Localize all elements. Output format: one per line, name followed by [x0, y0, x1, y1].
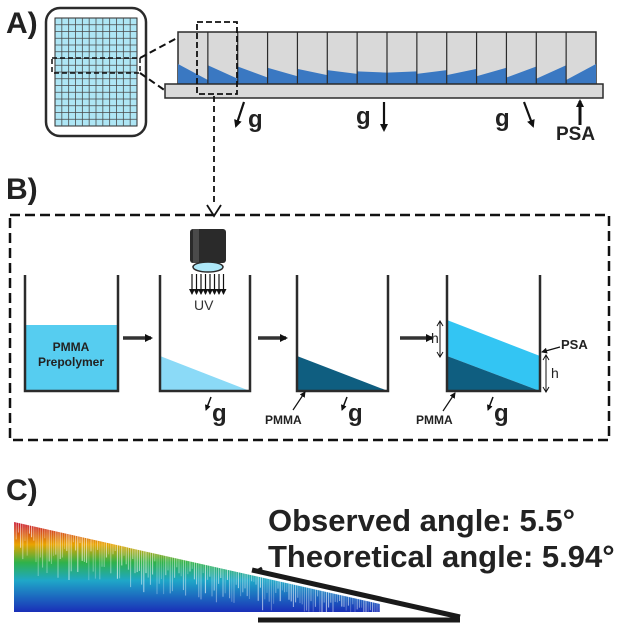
beaker-psa	[445, 275, 542, 393]
gravity-arrow-right	[522, 101, 535, 128]
panel-c-label: C)	[6, 474, 38, 507]
well-liquid	[416, 70, 447, 84]
well-plate-top-view	[44, 6, 148, 138]
panel-c: C) Observed angle: 5.5° Theoretical angl…	[6, 474, 615, 623]
gravity-label-b1: g	[212, 400, 227, 427]
theoretical-angle-text: Theoretical angle: 5.94°	[268, 539, 615, 574]
gravity-label-left: g	[248, 106, 263, 133]
well-liquid	[536, 65, 567, 84]
observed-angle-text: Observed angle: 5.5°	[268, 503, 575, 538]
psa-pointer-b	[541, 346, 561, 354]
panel-a: A) g g g PSA	[6, 6, 604, 218]
pmma-label-1: PMMA	[265, 413, 302, 427]
well-liquid	[506, 66, 537, 84]
uv-label: UV	[194, 297, 214, 313]
gravity-label-center: g	[356, 103, 371, 130]
well-liquid	[267, 67, 298, 84]
panel-b: B) UV PMMA Prepolymer g	[6, 173, 611, 442]
psa-label-b: PSA	[561, 337, 588, 352]
well-liquid	[207, 65, 238, 84]
gravity-arrow-left	[234, 101, 246, 128]
well-liquid	[297, 68, 328, 84]
pmma-pointer-2	[442, 392, 456, 412]
well-liquid	[327, 70, 358, 84]
gravity-arrow-b3	[486, 396, 494, 411]
beaker-prepolymer: PMMA Prepolymer	[23, 275, 120, 393]
well-liquid	[446, 68, 477, 84]
panel-b-label: B)	[6, 173, 38, 206]
psa-label-a: PSA	[556, 124, 595, 145]
well-liquid	[476, 67, 507, 84]
plate-side-view	[164, 21, 604, 99]
surface-profile	[13, 517, 380, 612]
zoom-line-top	[139, 37, 178, 59]
well-liquid	[566, 64, 596, 84]
psa-base	[164, 83, 604, 99]
beaker-pmma	[295, 275, 390, 393]
gravity-label-b2: g	[348, 400, 363, 427]
pmma-pointer-1	[292, 391, 306, 411]
well-liquid	[357, 71, 387, 84]
process-box	[8, 213, 611, 442]
pmma-label-2: PMMA	[416, 413, 453, 427]
prepolymer-label-line2: Prepolymer	[38, 355, 104, 369]
zoom-well-box	[196, 21, 238, 95]
gravity-label-b3: g	[494, 400, 509, 427]
angle-reference	[251, 566, 461, 623]
height-label-left: h	[431, 330, 439, 346]
beaker-uv-curing	[158, 275, 252, 393]
well-liquid	[237, 66, 268, 84]
uv-lamp-icon	[190, 229, 226, 273]
well-liquid	[387, 71, 417, 84]
gravity-arrow-b1	[204, 396, 212, 411]
well-liquid	[178, 64, 208, 84]
panel-a-label: A)	[6, 7, 38, 40]
zoom-line-bottom	[139, 72, 171, 95]
prepolymer-label-line1: PMMA	[53, 340, 90, 354]
gravity-label-right: g	[495, 105, 510, 132]
selected-row-box	[51, 57, 141, 74]
height-label-right: h	[551, 365, 559, 381]
gravity-arrow-b2	[340, 396, 348, 411]
